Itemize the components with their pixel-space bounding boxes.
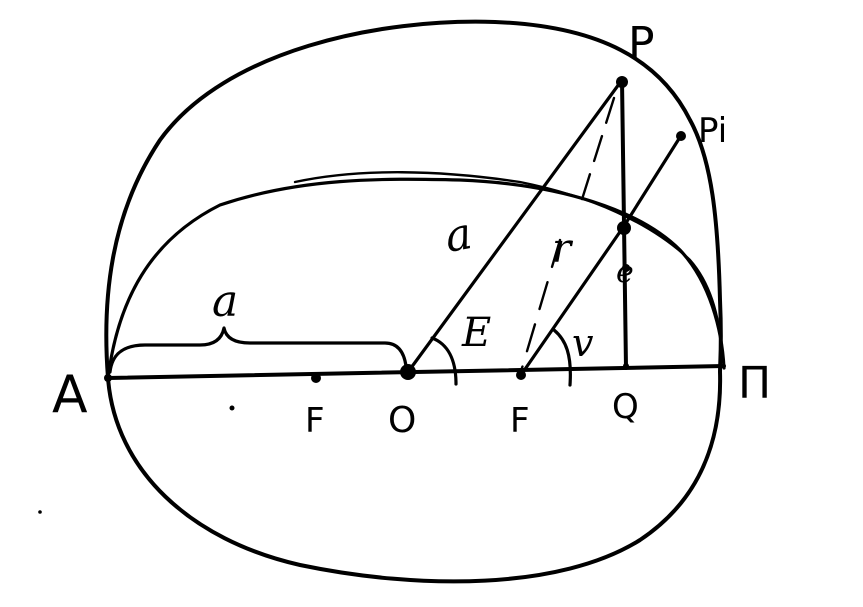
orbit-ellipse-overstroke <box>293 171 724 357</box>
stray-dot <box>229 405 235 411</box>
orbit-ellipse-upper <box>106 177 726 380</box>
label-r: r <box>552 226 574 272</box>
point-A <box>104 374 112 382</box>
line-to-P1 <box>622 132 684 228</box>
label-a-semi-axis: a <box>212 276 238 327</box>
auxiliary-circle <box>104 19 723 584</box>
label-Pi: Π <box>738 358 771 409</box>
stray-dot-edge <box>38 510 42 514</box>
label-a-radius: a <box>441 208 476 263</box>
label-E: E <box>461 310 491 356</box>
radius-vector-Fp <box>519 224 626 377</box>
point-on-ellipse <box>617 221 631 235</box>
label-O: O <box>388 400 416 441</box>
label-P1: Pi <box>698 111 727 151</box>
angle-arc-v <box>552 328 572 387</box>
point-e <box>622 264 630 272</box>
label-e: e <box>616 255 634 290</box>
point-Q <box>623 363 629 369</box>
semi-axis-brace <box>108 326 408 374</box>
dashed-line-lower <box>520 238 562 370</box>
point-F-left <box>311 373 321 383</box>
point-O <box>400 364 416 380</box>
label-F-left: F <box>305 401 325 441</box>
label-P: P <box>628 18 655 69</box>
label-Q: Q <box>612 387 639 427</box>
point-P1 <box>676 131 686 141</box>
dashed-line-upper <box>576 96 616 214</box>
point-P <box>616 76 628 88</box>
point-F-right <box>516 370 526 380</box>
label-v: v <box>572 321 594 365</box>
angle-arc-E <box>430 336 458 386</box>
label-A: A <box>52 365 88 425</box>
radius-OP <box>406 78 624 374</box>
label-F-right: F <box>510 401 530 441</box>
